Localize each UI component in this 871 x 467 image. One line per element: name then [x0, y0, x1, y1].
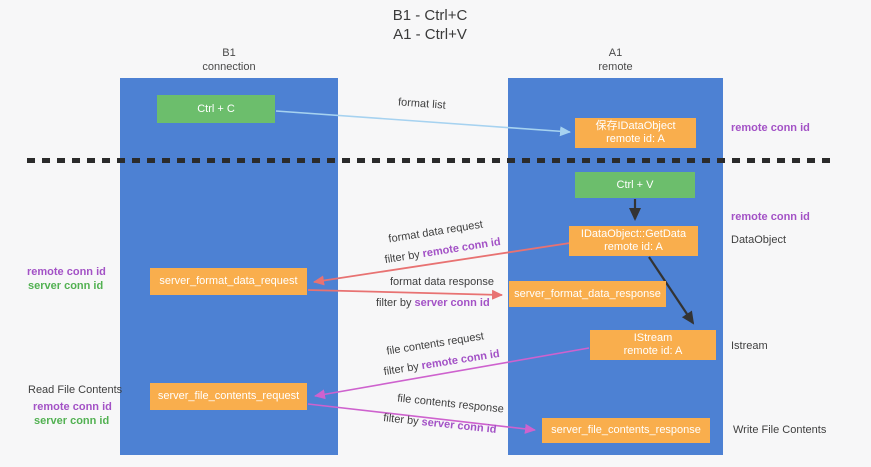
node-ctrl-v-label: Ctrl + V — [616, 178, 654, 191]
left-remote-conn-id-2: remote conn id — [33, 401, 112, 413]
node-getdata-line2: remote id: A — [604, 241, 663, 253]
remote-conn-id-token: remote conn id — [420, 347, 501, 373]
filter-by-text: filter by — [382, 360, 420, 379]
node-getdata: IDataObject::GetData remote id: A — [569, 226, 698, 256]
node-server-format-data-request-label: server_format_data_request — [159, 275, 298, 287]
node-istream-line2: remote id: A — [623, 345, 683, 357]
node-server-format-data-response: server_format_data_response — [509, 281, 666, 307]
node-save-dataobject-line1: 保存IDataObject — [595, 120, 676, 132]
filter-by-text: filter by — [376, 297, 412, 309]
right-remote-conn-id-mid: remote conn id — [731, 211, 810, 223]
node-ctrl-c: Ctrl + C — [157, 95, 275, 123]
lifeline-header-b1: B1 connection — [120, 46, 338, 74]
left-read-file-contents-label: Read File Contents — [28, 384, 123, 396]
node-server-file-contents-response: server_file_contents_response — [542, 418, 710, 443]
node-server-format-data-response-label: server_format_data_response — [514, 287, 661, 300]
node-save-dataobject: 保存IDataObject remote id: A — [575, 118, 696, 148]
node-getdata-line1: IDataObject::GetData — [580, 228, 687, 240]
node-istream-line1: IStream — [633, 332, 673, 344]
right-remote-conn-id-top: remote conn id — [731, 122, 810, 134]
lifeline-b1-name: B1 — [222, 47, 236, 59]
lifeline-b1-role: connection — [202, 61, 256, 73]
node-istream: IStream remote id: A — [590, 330, 716, 360]
server-conn-id-token: server conn id — [414, 297, 490, 309]
left-server-conn-id-1: server conn id — [28, 280, 104, 292]
left-server-conn-id-2: server conn id — [34, 415, 110, 427]
lifeline-header-a1: A1 remote — [508, 46, 723, 74]
filter-by-text: filter by — [382, 412, 420, 428]
right-istream-label: Istream — [731, 340, 768, 352]
title-line-1: B1 - Ctrl+C — [392, 7, 468, 24]
node-ctrl-v: Ctrl + V — [575, 172, 695, 198]
node-server-file-contents-request: server_file_contents_request — [150, 383, 307, 410]
right-write-file-contents-label: Write File Contents — [733, 424, 827, 436]
server-conn-id-token: server conn id — [420, 416, 497, 436]
lifeline-a1-name: A1 — [608, 47, 623, 59]
node-server-file-contents-response-label: server_file_contents_response — [551, 424, 701, 436]
remote-conn-id-token: remote conn id — [421, 235, 502, 261]
diagram-title: B1 - Ctrl+C A1 - Ctrl+V — [330, 6, 530, 44]
node-server-format-data-request: server_format_data_request — [150, 268, 307, 295]
node-save-dataobject-line2: remote id: A — [606, 133, 665, 145]
left-remote-conn-id-1: remote conn id — [27, 266, 106, 278]
file-contents-response-label: file contents response — [396, 392, 505, 416]
node-ctrl-c-label: Ctrl + C — [197, 102, 235, 115]
lifeline-a1-role: remote — [598, 61, 633, 73]
right-dataobject-label: DataObject — [731, 234, 787, 246]
title-line-2: A1 - Ctrl+V — [393, 26, 467, 43]
format-data-response-label: format data response — [390, 276, 494, 288]
node-server-file-contents-request-label: server_file_contents_request — [157, 390, 300, 402]
format-list-label: format list — [397, 96, 447, 112]
divider-dashed-line — [27, 158, 832, 163]
filter-by-text: filter by — [383, 248, 421, 267]
